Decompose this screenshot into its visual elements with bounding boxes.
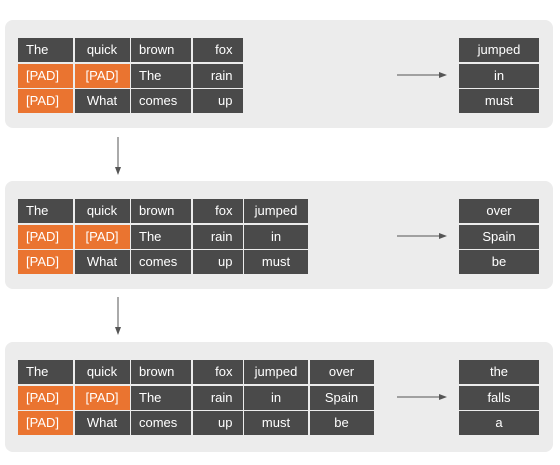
pad-token-cell: [PAD] (18, 385, 73, 410)
output-token-cell: falls (459, 385, 539, 410)
input-row: The quick brown fox (18, 38, 244, 62)
pad-token-cell: [PAD] (18, 224, 73, 249)
arrow-right-icon (397, 72, 447, 78)
token-cell: quick (74, 360, 130, 384)
token-cell: be (309, 411, 374, 435)
token-cell: The (131, 63, 191, 88)
token-cell: rain (192, 385, 243, 410)
token-cell: up (192, 89, 243, 113)
token-cell: fox (192, 38, 243, 62)
stage-3-output-column: the falls a (459, 360, 539, 437)
input-row: [PAD] What comes up (18, 89, 244, 113)
pad-token-cell: [PAD] (74, 385, 130, 410)
arrow-right-icon (397, 233, 447, 239)
input-row: The quick brown fox jumped over (18, 360, 375, 384)
token-cell: jumped (244, 199, 308, 223)
token-cell: rain (192, 63, 243, 88)
arrow-down-icon (115, 137, 121, 175)
input-row: [PAD] What comes up must be (18, 411, 375, 435)
token-cell: Spain (309, 385, 374, 410)
arrow-down-icon (115, 297, 121, 335)
output-token-cell: Spain (459, 224, 539, 249)
output-token-cell: over (459, 199, 539, 223)
token-cell: What (74, 89, 130, 113)
stage-3-panel: The quick brown fox jumped over [PAD] [P… (5, 342, 553, 452)
stage-1-panel: The quick brown fox [PAD] [PAD] The rain… (5, 20, 553, 128)
output-token-cell: the (459, 360, 539, 384)
token-cell: fox (192, 199, 243, 223)
input-row: [PAD] What comes up must (18, 250, 310, 274)
token-cell: brown (131, 38, 191, 62)
token-cell: brown (131, 360, 191, 384)
token-cell: comes (131, 89, 191, 113)
token-cell: in (244, 385, 308, 410)
stage-2-output-column: over Spain be (459, 199, 539, 276)
token-cell: comes (131, 411, 191, 435)
output-token-cell: in (459, 63, 539, 88)
token-cell: comes (131, 250, 191, 274)
input-row: [PAD] [PAD] The rain (18, 63, 244, 88)
token-cell: What (74, 411, 130, 435)
token-cell: quick (74, 199, 130, 223)
input-row: [PAD] [PAD] The rain in (18, 224, 310, 249)
output-token-cell: must (459, 89, 539, 113)
pad-token-cell: [PAD] (74, 63, 130, 88)
stage-1-output-column: jumped in must (459, 38, 539, 115)
stage-1-input-grid: The quick brown fox [PAD] [PAD] The rain… (18, 38, 244, 115)
pad-token-cell: [PAD] (18, 250, 73, 274)
pad-token-cell: [PAD] (18, 63, 73, 88)
input-row: [PAD] [PAD] The rain in Spain (18, 385, 375, 410)
token-cell: What (74, 250, 130, 274)
output-token-cell: jumped (459, 38, 539, 62)
token-cell: The (18, 199, 73, 223)
token-cell: fox (192, 360, 243, 384)
pad-token-cell: [PAD] (18, 411, 73, 435)
stage-3-input-grid: The quick brown fox jumped over [PAD] [P… (18, 360, 375, 437)
token-cell: jumped (244, 360, 308, 384)
token-cell: must (244, 411, 308, 435)
pad-token-cell: [PAD] (18, 89, 73, 113)
token-cell: up (192, 250, 243, 274)
token-cell: in (244, 224, 308, 249)
token-cell: The (131, 224, 191, 249)
token-cell: up (192, 411, 243, 435)
token-cell: quick (74, 38, 130, 62)
token-cell: must (244, 250, 308, 274)
arrow-right-icon (397, 394, 447, 400)
output-token-cell: be (459, 250, 539, 274)
token-cell: The (18, 38, 73, 62)
stage-2-input-grid: The quick brown fox jumped [PAD] [PAD] T… (18, 199, 310, 276)
token-cell: The (18, 360, 73, 384)
token-cell: brown (131, 199, 191, 223)
token-cell: rain (192, 224, 243, 249)
token-cell: The (131, 385, 191, 410)
stage-2-panel: The quick brown fox jumped [PAD] [PAD] T… (5, 181, 553, 289)
input-row: The quick brown fox jumped (18, 199, 310, 223)
token-cell: over (309, 360, 374, 384)
output-token-cell: a (459, 411, 539, 435)
pad-token-cell: [PAD] (74, 224, 130, 249)
